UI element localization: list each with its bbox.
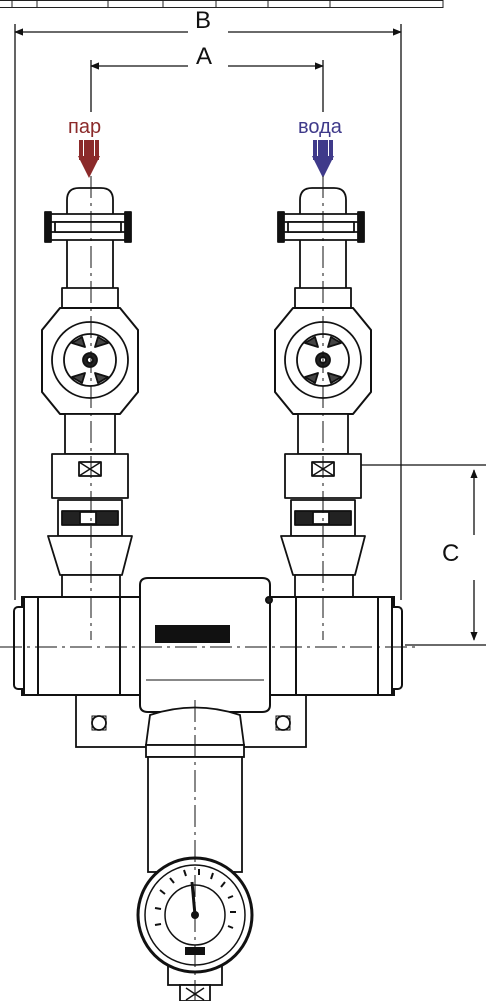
steam-valve-xmark	[78, 461, 102, 477]
centerlines	[0, 176, 420, 1000]
steam-branch	[41, 187, 139, 600]
dimension-c-label: C	[442, 540, 460, 567]
mixing-body	[13, 577, 403, 713]
dimension-b	[14, 24, 402, 600]
dimension-a	[90, 60, 324, 112]
steam-inlet-arrow	[78, 140, 100, 178]
steam-inlet-label: пар	[68, 116, 102, 138]
water-inlet-arrow	[312, 140, 334, 178]
water-inlet-label: вода	[298, 116, 342, 138]
nameplate-brand-logo	[155, 625, 230, 643]
top-table-remnant	[0, 0, 444, 8]
dimension-c	[352, 464, 486, 646]
dimension-a-label: A	[196, 43, 213, 70]
dimension-b-label: B	[195, 7, 212, 34]
